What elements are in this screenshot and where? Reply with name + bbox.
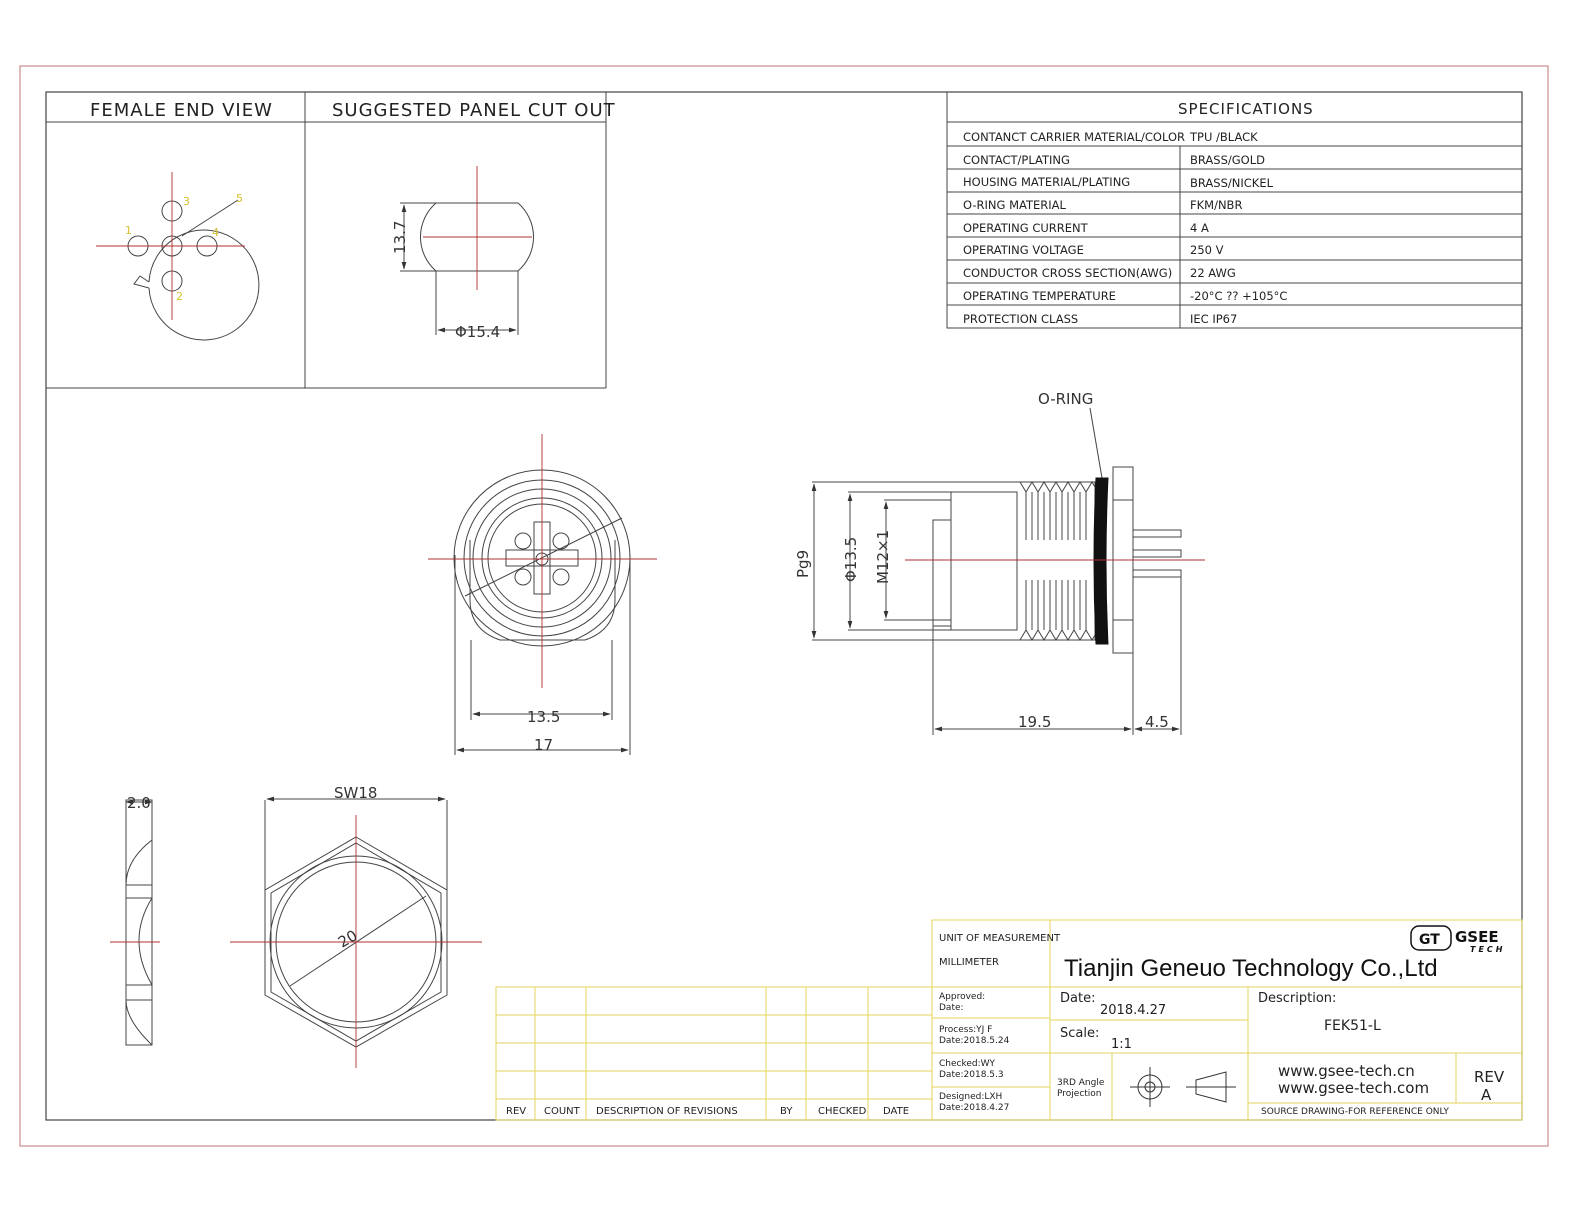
pin-number: 1: [125, 224, 132, 237]
spec-label: OPERATING TEMPERATURE: [963, 289, 1116, 303]
front-centerlines: [428, 434, 657, 688]
checked-date: Date:2018.5.3: [939, 1070, 1004, 1080]
unit-label: UNIT OF MEASUREMENT: [939, 933, 1061, 944]
revision-headers: REV COUNT DESCRIPTION OF REVISIONS BY CH…: [506, 1106, 909, 1117]
rev-header: REV: [506, 1106, 526, 1117]
title-block: [931, 919, 1523, 1121]
date-value: 2018.4.27: [1100, 1003, 1166, 1018]
panel-cut-out-title: SUGGESTED PANEL CUT OUT: [332, 100, 616, 121]
spec-label: HOUSING MATERIAL/PLATING: [963, 175, 1130, 189]
connector-side-view: [811, 407, 1182, 735]
nut-thickness-dim: 2.0: [127, 794, 151, 812]
spec-value: -20°C ?? +105°C: [1190, 289, 1287, 303]
rev-value: A: [1481, 1086, 1492, 1104]
spec-value: TPU /BLACK: [1189, 130, 1258, 144]
website-cn: www.gsee-tech.cn: [1278, 1062, 1415, 1080]
approved-label: Approved:: [939, 992, 985, 1002]
sw18-dim: SW18: [334, 784, 377, 802]
designed-label: Designed:LXH: [939, 1092, 1002, 1102]
logo-sub: TECH: [1470, 945, 1506, 954]
process-label: Process:YJ F: [939, 1025, 992, 1035]
specifications-title: SPECIFICATIONS: [1178, 100, 1314, 118]
approved-date: Date:: [939, 1003, 964, 1013]
rev-label: REV: [1474, 1068, 1505, 1086]
m12-dim: M12×1: [874, 530, 892, 584]
spec-value: BRASS/GOLD: [1190, 153, 1265, 167]
logo-name: GSEE: [1455, 928, 1499, 946]
description-header: DESCRIPTION OF REVISIONS: [596, 1106, 738, 1117]
description-label: Description:: [1258, 991, 1336, 1006]
specifications-table: [946, 91, 1523, 329]
spec-label: CONTACT/PLATING: [963, 153, 1070, 167]
spec-value: 250 V: [1190, 243, 1224, 257]
o-ring: [1093, 477, 1109, 645]
female-end-view-title: FEMALE END VIEW: [90, 100, 273, 121]
spec-rows: CONTANCT CARRIER MATERIAL/COLOR TPU /BLA…: [963, 130, 1287, 326]
spec-label: CONDUCTOR CROSS SECTION(AWG): [963, 266, 1172, 280]
website-com: www.gsee-tech.com: [1278, 1079, 1429, 1097]
view-headers: [46, 92, 607, 389]
front-width-13-5: 13.5: [527, 708, 560, 726]
company-name: Tianjin Geneuo Technology Co.,Ltd: [1064, 955, 1438, 982]
source-note: SOURCE DRAWING-FOR REFERENCE ONLY: [1261, 1107, 1449, 1117]
logo-mark: GT: [1419, 932, 1440, 948]
pin-number: 2: [176, 290, 183, 303]
nut-centerlines: [230, 815, 482, 1068]
projection-line-2: Projection: [1057, 1089, 1102, 1099]
cut-diameter-dim: Φ15.4: [455, 323, 500, 341]
pg9-dim: Pg9: [794, 550, 812, 578]
spec-value: IEC IP67: [1190, 312, 1237, 326]
spec-label: OPERATING VOLTAGE: [963, 243, 1084, 257]
cut-height-dim: 13.7: [391, 221, 409, 254]
pin-numbers: 1 2 3 4 5: [125, 192, 243, 303]
female-end-view: [127, 199, 260, 341]
spec-label: CONTANCT CARRIER MATERIAL/COLOR: [963, 130, 1185, 144]
len-4-5-dim: 4.5: [1145, 713, 1169, 731]
panel-centerlines: [423, 166, 532, 290]
scale-label: Scale:: [1060, 1026, 1099, 1041]
o-ring-label: O-RING: [1038, 390, 1093, 408]
spec-value: 4 A: [1190, 221, 1209, 235]
date-label: Date:: [1060, 991, 1095, 1006]
scale-value: 1:1: [1111, 1037, 1132, 1052]
panel-cut-out: [400, 202, 535, 335]
designed-date: Date:2018.4.27: [939, 1103, 1009, 1113]
phi13-5-dim: Φ13.5: [842, 537, 860, 582]
female-end-centerlines: [96, 172, 245, 320]
spec-label: OPERATING CURRENT: [963, 221, 1089, 235]
checked-label: Checked:WY: [939, 1059, 996, 1069]
pin-number: 5: [236, 192, 243, 205]
spec-value: 22 AWG: [1190, 266, 1236, 280]
front-width-17: 17: [534, 736, 553, 754]
company-logo: GT GSEE TECH: [1410, 925, 1506, 954]
by-header: BY: [780, 1106, 793, 1117]
nut-side-view: [125, 799, 153, 1046]
pin-number: 4: [212, 226, 219, 239]
len-19-5-dim: 19.5: [1018, 713, 1051, 731]
spec-label: PROTECTION CLASS: [963, 312, 1078, 326]
process-date: Date:2018.5.24: [939, 1036, 1010, 1046]
outer-frame: [19, 65, 1549, 1147]
date-header: DATE: [883, 1106, 909, 1117]
nut-diameter-dim: 20: [335, 926, 361, 951]
spec-value: FKM/NBR: [1190, 198, 1242, 212]
checked-header: CHECKED: [818, 1106, 867, 1117]
unit-value: MILLIMETER: [939, 957, 999, 968]
projection-line-1: 3RD Angle: [1057, 1078, 1105, 1088]
spec-label: O-RING MATERIAL: [963, 198, 1067, 212]
spec-value: BRASS/NICKEL: [1190, 176, 1274, 190]
revision-table: [495, 986, 933, 1121]
projection-symbol: [1130, 1067, 1236, 1107]
pin-number: 3: [183, 195, 190, 208]
description-value: FEK51-L: [1324, 1018, 1381, 1034]
count-header: COUNT: [544, 1106, 581, 1117]
